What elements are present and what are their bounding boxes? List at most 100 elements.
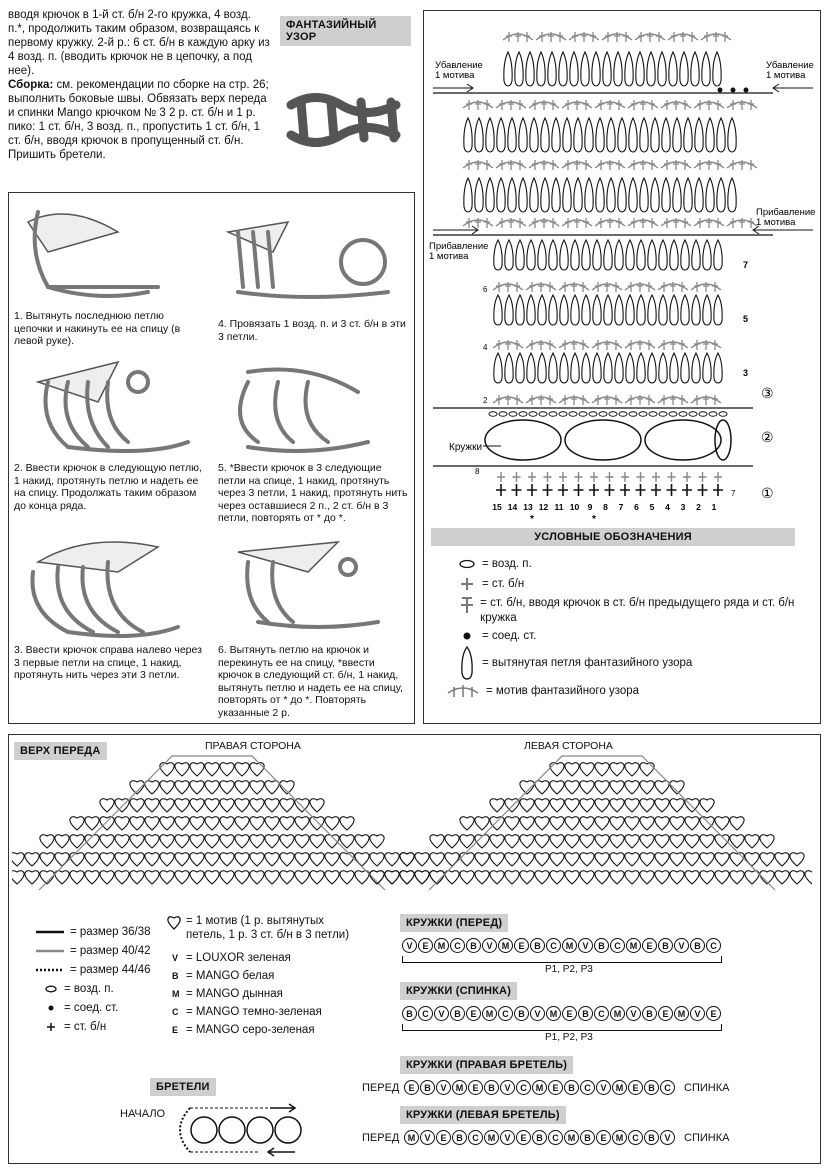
elongated-loop [603,238,613,271]
sc-cross [541,100,547,110]
sc-cross [666,484,677,496]
sc-cross [631,218,637,228]
sc-cross [715,160,721,170]
chain-stitch [598,411,608,417]
motif-heart [204,834,220,849]
sc-cross [574,160,580,170]
motif-heart [669,780,685,795]
bead: E [628,1080,643,1095]
motif-heart [639,870,655,885]
sc-cross [682,160,688,170]
motif-heart [654,834,670,849]
sc-cross [484,100,490,110]
motif-heart [174,816,190,831]
sc-cross [697,484,708,496]
straps-title: БРЕТЕЛИ [150,1078,216,1096]
arrow-left-inc [433,225,479,235]
motif-heart [474,852,490,867]
sc-cross [583,218,589,228]
sc-cross [748,218,754,228]
elongated-loop [639,176,649,213]
motif-heart [669,852,685,867]
legend-slip: = соед. ст. [458,630,536,642]
elongated-loop [716,116,726,153]
motif-heart [114,852,130,867]
bead: B [450,1006,465,1021]
elongated-loop [559,351,569,384]
stitch-number: 10 [570,502,580,512]
motif-heart [594,780,610,795]
elongated-loop [690,50,700,87]
slip-stitch-dot [743,87,749,93]
sc-cross [636,472,645,482]
elongated-loop [518,176,528,213]
elongated-loop [515,238,525,271]
sc-cross [580,395,586,405]
elongated-loop [669,238,679,271]
motif-heart [249,780,265,795]
bead: V [500,1080,515,1095]
bead: B [420,1080,435,1095]
motif-icon [447,685,479,697]
elongated-loop [683,176,693,213]
motif-heart [714,870,730,885]
motif-heart [249,762,265,777]
motif-heart [639,816,655,831]
sc-cross [571,340,577,350]
motif-heart [669,798,685,813]
motif-heart [234,816,250,831]
bead: E [516,1130,531,1145]
motif-heart [69,834,85,849]
legend-sc: = ст. б/н [458,577,524,591]
stitch-number: 13 [523,502,533,512]
stitch-number: 15 [492,502,502,512]
motif-heart [84,870,100,885]
bead: B [644,1080,659,1095]
motif-heart [354,870,370,885]
sc-cross [637,340,643,350]
motif-heart [534,798,550,813]
motif-heart [624,834,640,849]
bead: V [626,1006,641,1021]
sc-cross [673,160,679,170]
sc-cross [605,472,614,482]
motif-heart [279,780,295,795]
sc-cross [496,340,502,350]
legend-chain: = возд. п. [458,558,532,570]
motif-heart [624,852,640,867]
bead-oval [484,419,562,461]
elongated-loop [573,116,583,153]
motif-heart [54,870,70,885]
yarn-item: B= MANGO белая [172,970,275,982]
elongated-loop [639,116,649,153]
sc-cross [499,218,505,228]
elongated-loop-icon [461,645,473,680]
motif-heart [99,798,115,813]
elongated-loop [614,351,624,384]
sc-cross [664,100,670,110]
arrow-left-dec [433,83,474,93]
elongated-loop [680,293,690,326]
beads-front-bracket [402,956,722,963]
motif-heart [324,870,340,885]
arrow-right-dec [772,83,813,93]
motif-heart [399,870,415,885]
sc-cross [739,160,745,170]
sc-cross [581,32,587,42]
sc-cross [646,340,652,350]
bead: M [546,1006,561,1021]
motif-heart [279,834,295,849]
motif-heart [564,870,580,885]
elongated-loop [548,293,558,326]
sc-cross [557,32,563,42]
sc-cross [614,32,620,42]
sc-cross [517,218,523,228]
motif-heart [444,834,460,849]
chain-stitch [638,411,648,417]
yarn-legend: V= LOUXOR зеленая B= MANGO белая M= MANG… [172,952,322,1036]
bead: C [660,1080,675,1095]
motif-heart [639,834,655,849]
sc-cross [628,340,634,350]
elongated-loop [702,238,712,271]
